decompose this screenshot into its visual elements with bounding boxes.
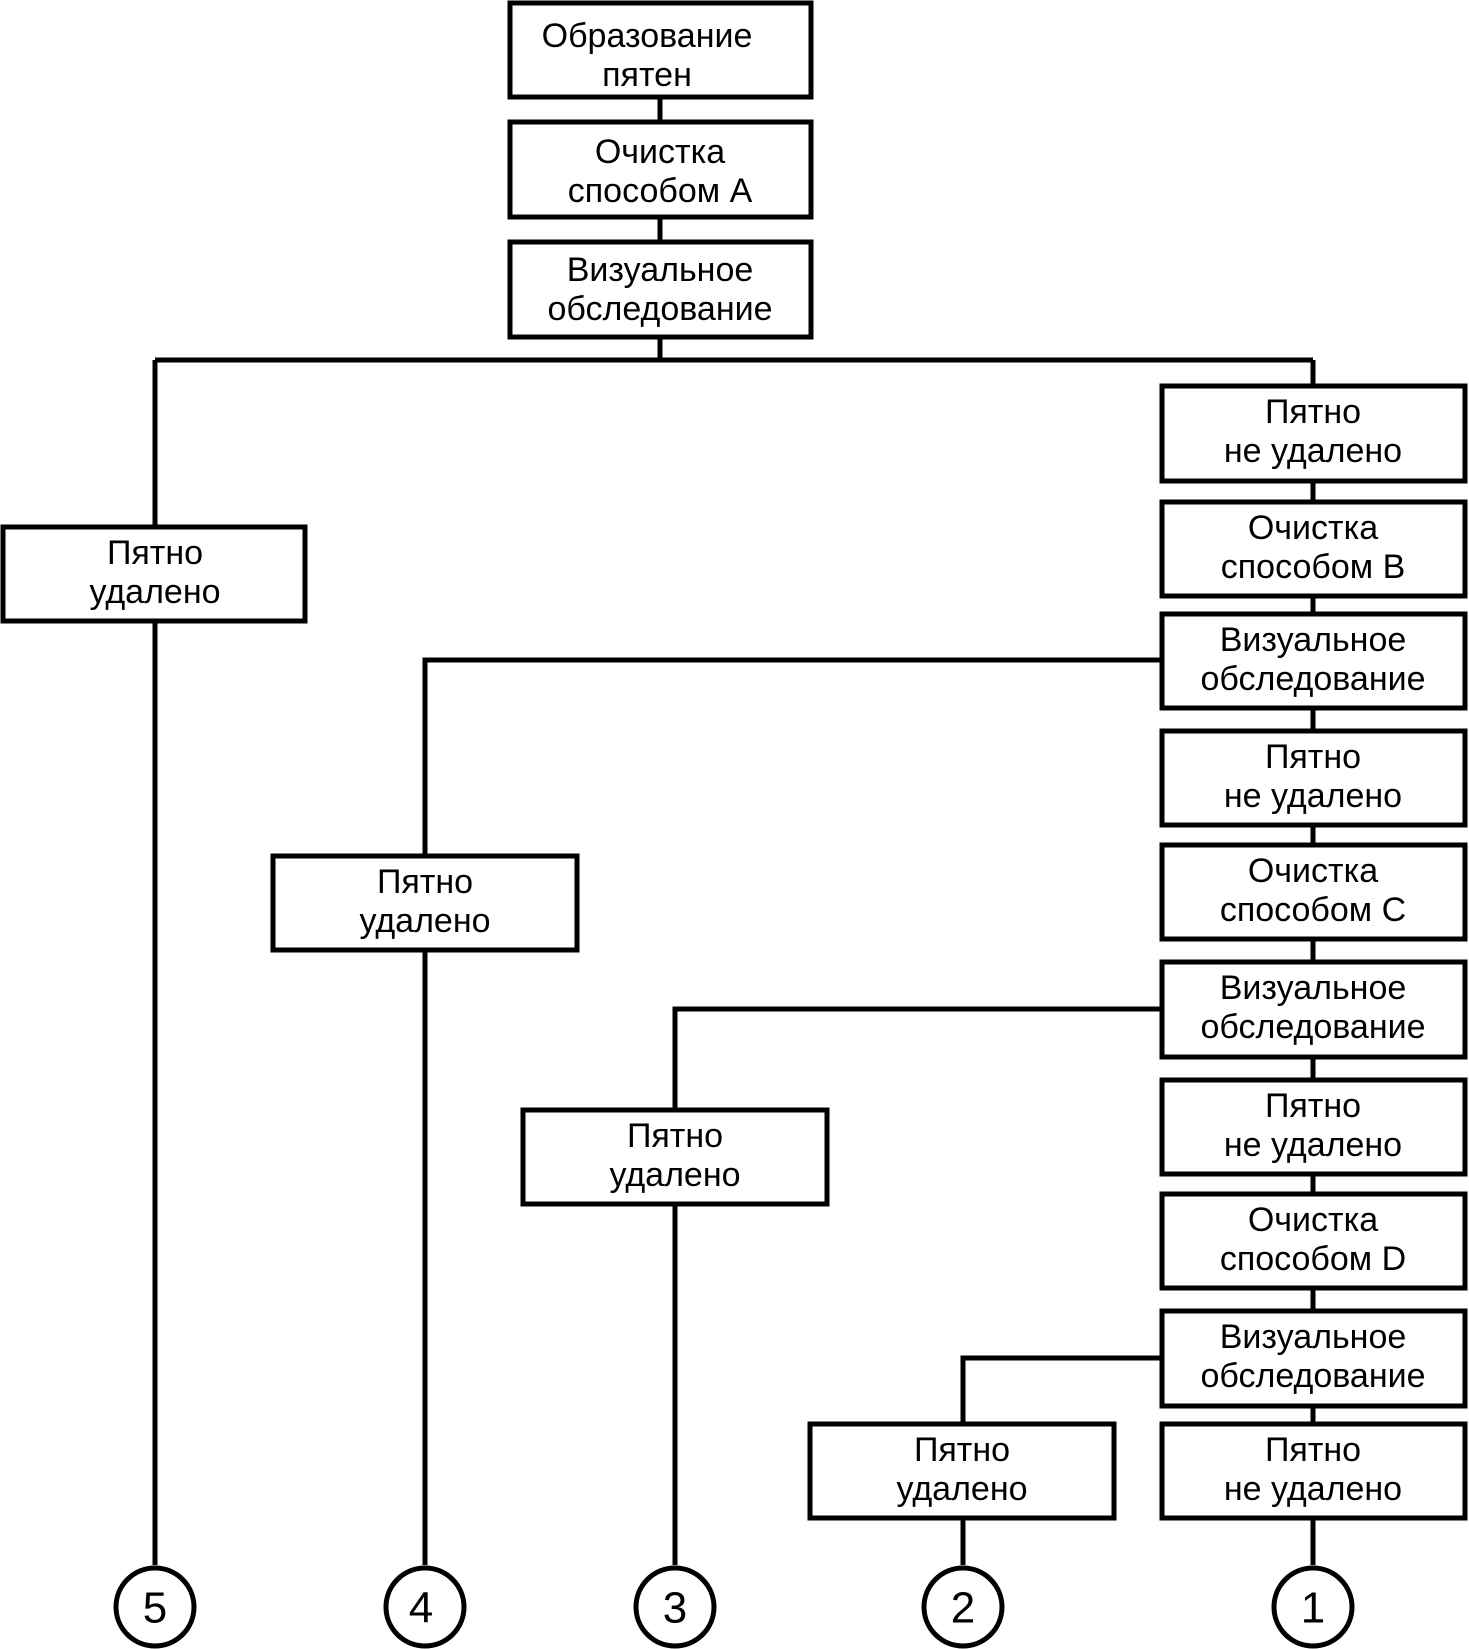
removed-c-label-line2: удалено: [609, 1156, 740, 1194]
clean-b-box: Очистка способом В: [1159, 499, 1468, 599]
clean-a-box: Очистка способом А: [507, 119, 814, 220]
formation-label-line1: Образование: [542, 17, 753, 55]
clean-c-box: Очистка способом С: [1159, 842, 1468, 942]
not-removed-2-label-line2: не удалено: [1224, 777, 1402, 815]
not-removed-box-1: Пятно не удалено: [1159, 383, 1468, 484]
inspect-c-label-line1: Визуальное: [1220, 969, 1407, 1007]
clean-c-label-line2: способом С: [1220, 891, 1406, 929]
inspect-b-label-line2: обследование: [1200, 660, 1425, 698]
inspect-a-box: Визуальное обследование: [507, 239, 814, 340]
outcome-circle-4: 4: [383, 1565, 467, 1649]
not-removed-1-label-line2: не удалено: [1224, 432, 1402, 470]
clean-a-label-line2: способом А: [568, 172, 753, 210]
inspect-a-label-line2: обследование: [547, 290, 772, 328]
connector-branch-c: [672, 1006, 1162, 1110]
outcome-1-label: 1: [1301, 1584, 1325, 1633]
connector-branch-b: [422, 657, 1162, 856]
outcome-circle-5: 5: [113, 1565, 197, 1649]
outcome-circle-1: 1: [1271, 1565, 1355, 1649]
connector-branch-d: [960, 1355, 1162, 1424]
outcome-5-label: 5: [143, 1584, 167, 1633]
inspect-b-box: Визуальное обследование: [1159, 611, 1468, 711]
clean-d-box: Очистка способом D: [1159, 1191, 1468, 1291]
formation-label-line2: пятен: [602, 56, 692, 94]
not-removed-3-label-line1: Пятно: [1265, 1087, 1361, 1125]
removed-b-label-line1: Пятно: [377, 863, 473, 901]
outcome-2-label: 2: [951, 1584, 975, 1633]
removed-b-label-line2: удалено: [359, 902, 490, 940]
not-removed-box-2: Пятно не удалено: [1159, 728, 1468, 828]
outcome-4-label: 4: [409, 1584, 433, 1633]
clean-d-label-line2: способом D: [1220, 1240, 1406, 1278]
removed-c-box: Пятно удалено: [520, 1107, 830, 1207]
not-removed-box-4: Пятно не удалено: [1159, 1421, 1468, 1521]
removed-a-label-line1: Пятно: [107, 534, 203, 572]
formation-box: Образование пятен: [507, 0, 814, 100]
clean-b-label-line1: Очистка: [1248, 509, 1378, 547]
clean-a-label-line1: Очистка: [595, 133, 725, 171]
not-removed-4-label-line2: не удалено: [1224, 1470, 1402, 1508]
removed-b-box: Пятно удалено: [270, 853, 580, 953]
removed-a-box: Пятно удалено: [0, 524, 308, 624]
not-removed-4-label-line1: Пятно: [1265, 1431, 1361, 1469]
removed-d-label-line2: удалено: [896, 1470, 1027, 1508]
removed-d-box: Пятно удалено: [807, 1421, 1117, 1521]
connectors: [152, 97, 1316, 1565]
inspect-a-label-line1: Визуальное: [567, 251, 754, 289]
clean-b-label-line2: способом В: [1221, 548, 1406, 586]
inspect-d-label-line1: Визуальное: [1220, 1318, 1407, 1356]
inspect-d-label-line2: обследование: [1200, 1357, 1425, 1395]
not-removed-box-3: Пятно не удалено: [1159, 1077, 1468, 1177]
not-removed-1-label-line1: Пятно: [1265, 393, 1361, 431]
removed-c-label-line1: Пятно: [627, 1117, 723, 1155]
removed-a-label-line2: удалено: [89, 573, 220, 611]
not-removed-2-label-line1: Пятно: [1265, 738, 1361, 776]
clean-c-label-line1: Очистка: [1248, 852, 1378, 890]
inspect-b-label-line1: Визуальное: [1220, 621, 1407, 659]
outcome-3-label: 3: [663, 1584, 687, 1633]
not-removed-3-label-line2: не удалено: [1224, 1126, 1402, 1164]
clean-d-label-line1: Очистка: [1248, 1201, 1378, 1239]
inspect-d-box: Визуальное обследование: [1159, 1308, 1468, 1409]
outcome-circle-3: 3: [633, 1565, 717, 1649]
inspect-c-label-line2: обследование: [1200, 1008, 1425, 1046]
inspect-c-box: Визуальное обследование: [1159, 959, 1468, 1060]
outcome-circle-2: 2: [921, 1565, 1005, 1649]
removed-d-label-line1: Пятно: [914, 1431, 1010, 1469]
